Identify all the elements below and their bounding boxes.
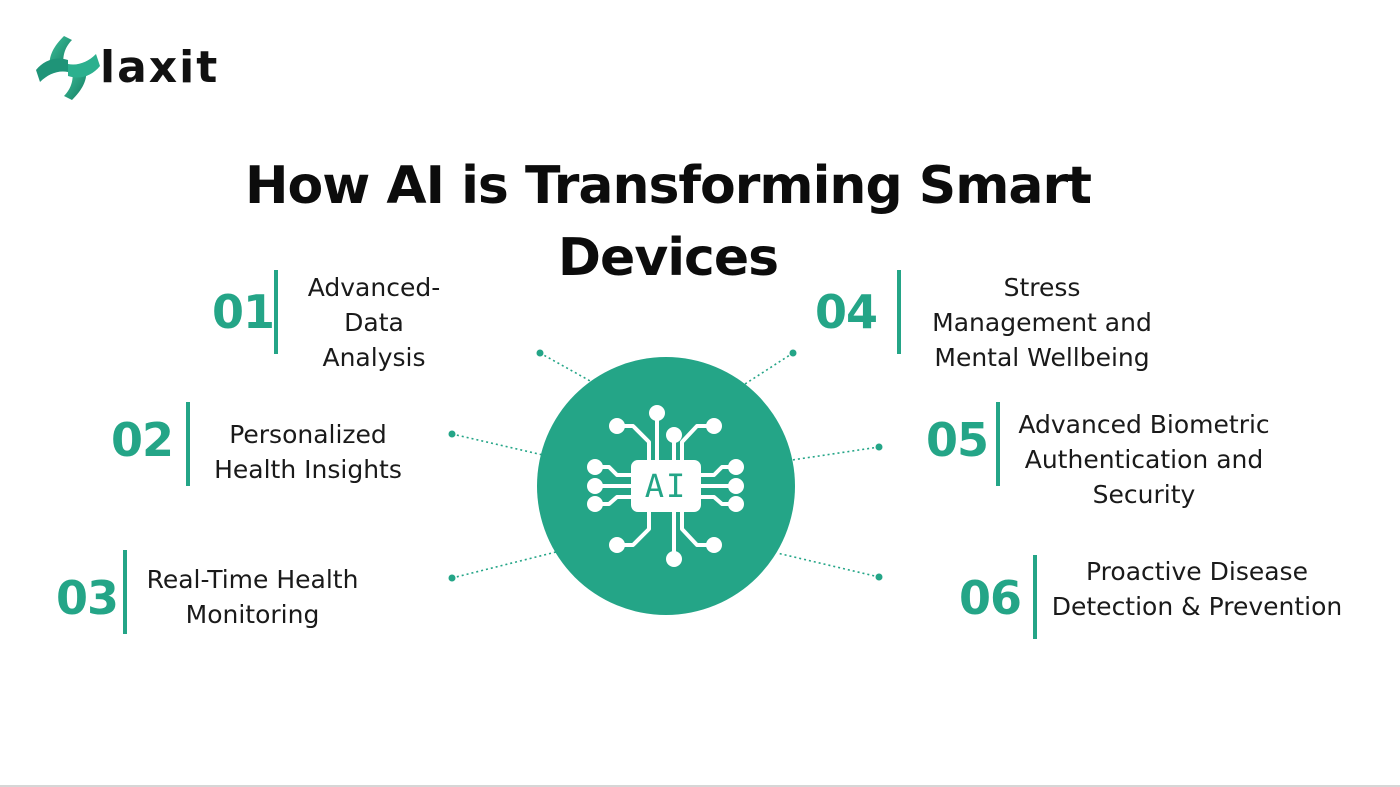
item-label: Advanced Biometric Authentication and Se… (1006, 407, 1282, 512)
item-number: 03 (56, 571, 119, 625)
connector-dot (448, 430, 456, 438)
item-number: 04 (815, 285, 878, 339)
item-divider (186, 402, 190, 486)
ai-hub: AI (537, 357, 795, 615)
item-number: 05 (926, 413, 989, 467)
connector-dot (536, 349, 544, 357)
item-label-line: Data (344, 308, 404, 337)
item-label: Stress Management and Mental Wellbeing (912, 270, 1172, 375)
item-label-line: Detection & Prevention (1051, 592, 1343, 621)
item-label-line: Stress (1003, 273, 1081, 302)
connector-05 (791, 446, 880, 461)
item-label-line: Health Insights (214, 455, 402, 484)
item-label: Advanced- Data Analysis (284, 270, 464, 375)
item-divider (123, 550, 127, 634)
item-divider (996, 402, 1000, 486)
ai-chip-icon (587, 405, 744, 567)
page-title: How AI is Transforming Smart Devices (208, 150, 1128, 294)
item-label-line: Management and (932, 308, 1152, 337)
title-line-1: How AI is Transforming Smart (245, 156, 1092, 216)
ai-chip-label: AI (644, 467, 688, 505)
item-label: Proactive Disease Detection & Prevention (1042, 554, 1352, 624)
item-divider (897, 270, 901, 354)
item-label-line: Advanced Biometric (1018, 410, 1270, 439)
brand-logo: laxit (34, 34, 224, 104)
item-label-line: Security (1092, 480, 1196, 509)
item-label-line: Advanced- (307, 273, 441, 302)
laxit-logo-icon (36, 36, 100, 100)
item-divider (274, 270, 278, 354)
connector-dot (875, 573, 883, 581)
item-label: Real-Time Health Monitoring (130, 562, 375, 632)
bottom-divider (0, 785, 1400, 787)
item-label-line: Personalized (229, 420, 387, 449)
item-label-line: Proactive Disease (1086, 557, 1308, 586)
connector-02 (451, 433, 544, 456)
item-number: 06 (959, 571, 1022, 625)
item-number: 02 (111, 413, 174, 467)
item-label-line: Real-Time Health (146, 565, 359, 594)
title-line-2: Devices (557, 228, 779, 288)
item-label-line: Monitoring (185, 600, 320, 629)
item-label-line: Authentication and (1024, 445, 1264, 474)
item-divider (1033, 555, 1037, 639)
connector-dot (789, 349, 797, 357)
item-label: Personalized Health Insights (196, 417, 420, 487)
item-label-line: Analysis (322, 343, 426, 372)
connector-dot (875, 443, 883, 451)
logo-wordmark: laxit (100, 42, 220, 93)
item-label-line: Mental Wellbeing (934, 343, 1150, 372)
item-number: 01 (212, 285, 275, 339)
connector-dot (448, 574, 456, 582)
